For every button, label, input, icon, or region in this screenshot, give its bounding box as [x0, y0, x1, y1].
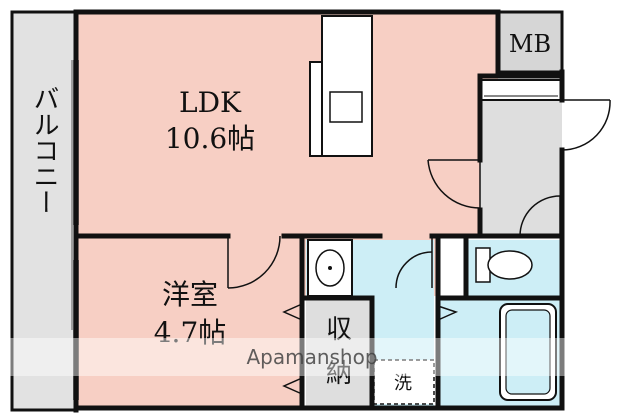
meter-box: [496, 10, 564, 74]
balcony-label: バルコニー: [29, 85, 59, 215]
storage-closet: [306, 298, 372, 406]
western-label: 洋室: [162, 278, 218, 311]
entrance: [480, 100, 562, 236]
storage-label-bottom: 納: [326, 359, 352, 389]
western-size: 4.7帖: [154, 316, 227, 349]
walls: [73, 9, 565, 413]
washer-label: 洗: [394, 373, 412, 394]
toilet: [487, 250, 533, 280]
sink: [329, 91, 363, 123]
storage-label-top: 収: [326, 315, 352, 345]
meter-box-label: MB: [509, 30, 551, 58]
watermark-band: [0, 338, 622, 376]
doors: [227, 99, 611, 395]
balcony-area: [10, 10, 78, 412]
kitchen-counter: [321, 15, 373, 157]
washer-space: [373, 359, 435, 405]
ldk-label: LDK: [179, 86, 242, 119]
watermark-text: Apamanshop: [246, 345, 377, 369]
western-room: [76, 236, 302, 408]
ldk-size: 10.6帖: [165, 122, 255, 155]
